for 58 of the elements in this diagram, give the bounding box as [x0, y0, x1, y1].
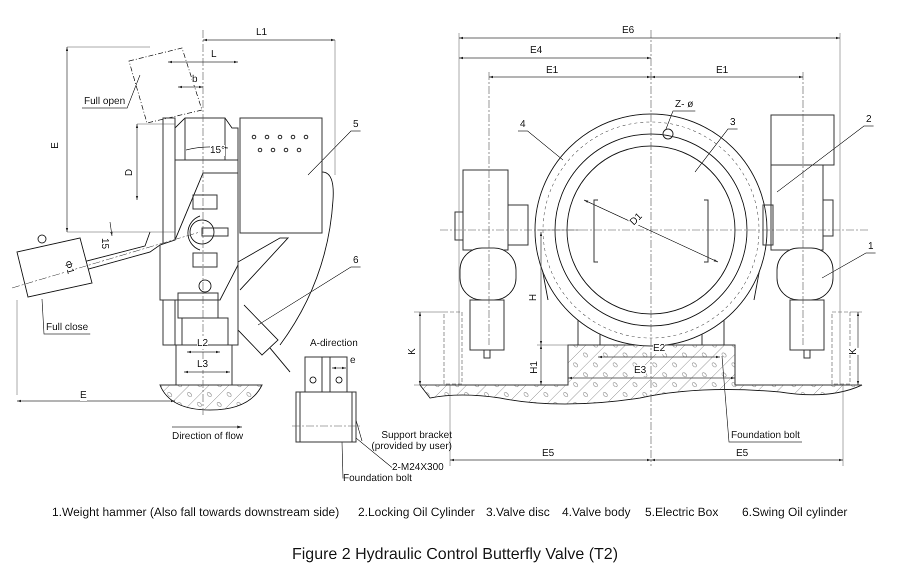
leader-line	[518, 130, 564, 160]
dimension-label: L2	[197, 338, 208, 349]
callout-number: 3	[730, 117, 736, 128]
parts-list-item: 5.Electric Box	[645, 505, 718, 519]
parts-list-item: 4.Valve body	[562, 505, 630, 519]
callout-number: 4	[520, 119, 526, 130]
callout-label: Foundation bolt	[731, 430, 800, 441]
callout-label: Support bracket (provided by user)	[362, 430, 452, 452]
dimension-label: E3	[634, 365, 646, 376]
callout-number: 6	[353, 255, 359, 266]
flow-direction-label: Direction of flow	[172, 431, 244, 442]
view-label: A-direction	[310, 338, 358, 349]
leader-line	[82, 74, 140, 108]
callout-label: Foundation bolt	[343, 473, 412, 484]
dimension-label: K	[848, 348, 859, 355]
dimension-label: H1	[528, 361, 540, 374]
leader-line	[342, 442, 344, 479]
dimension-label: E1	[716, 65, 728, 76]
parts-list-item: 1.Weight hammer (Also fall towards downstream side)	[52, 505, 340, 519]
dimension-label: E6	[622, 25, 634, 36]
dimension-label: 15	[99, 238, 110, 250]
dimension-label: L1	[256, 27, 268, 38]
dimension-label: E5	[542, 448, 554, 459]
callout-label: Z- ø	[675, 99, 694, 110]
leader-line	[822, 252, 876, 278]
dimension-label: E4	[530, 45, 542, 56]
leader-line	[42, 298, 91, 334]
dimension-label: b	[192, 74, 198, 85]
leader-line	[308, 130, 361, 176]
dimension-label: E	[50, 142, 61, 149]
dimension-label: L	[211, 49, 217, 60]
leader-line	[356, 438, 392, 468]
leader-line	[258, 266, 361, 326]
leader-line	[694, 128, 738, 172]
dimension-label: E	[80, 390, 87, 401]
leader-line	[776, 126, 874, 192]
callout-label: Full open	[84, 96, 126, 107]
support-bracket-drawing	[292, 356, 360, 442]
callout-number: 1	[868, 241, 874, 252]
dimension-label: K	[406, 348, 418, 355]
dimension-label: E2	[653, 343, 666, 354]
leader-line	[666, 110, 696, 130]
callout-label: Full close	[46, 322, 88, 333]
callout-number: 2	[866, 114, 872, 125]
dimension-label: e	[350, 355, 356, 366]
callout-label: 2-M24X300	[392, 462, 444, 473]
figure-caption: Figure 2 Hydraulic Control Butterfly Valve (T2)	[292, 546, 618, 564]
callout-number: 5	[353, 119, 359, 130]
leader-line	[722, 356, 802, 442]
dimension-label: E1	[546, 65, 558, 76]
leader-line	[356, 420, 362, 442]
dimension-label: L3	[197, 359, 208, 370]
parts-list-item: 3.Valve disc	[486, 505, 550, 519]
dimension-label: 15°	[210, 145, 226, 156]
parts-list-item: 6.Swing Oil cylinder	[742, 505, 848, 519]
bolt-hole	[662, 128, 674, 140]
dimension-label: E5	[736, 448, 748, 459]
parts-list-item: 2.Locking Oil Cylinder	[358, 505, 475, 519]
